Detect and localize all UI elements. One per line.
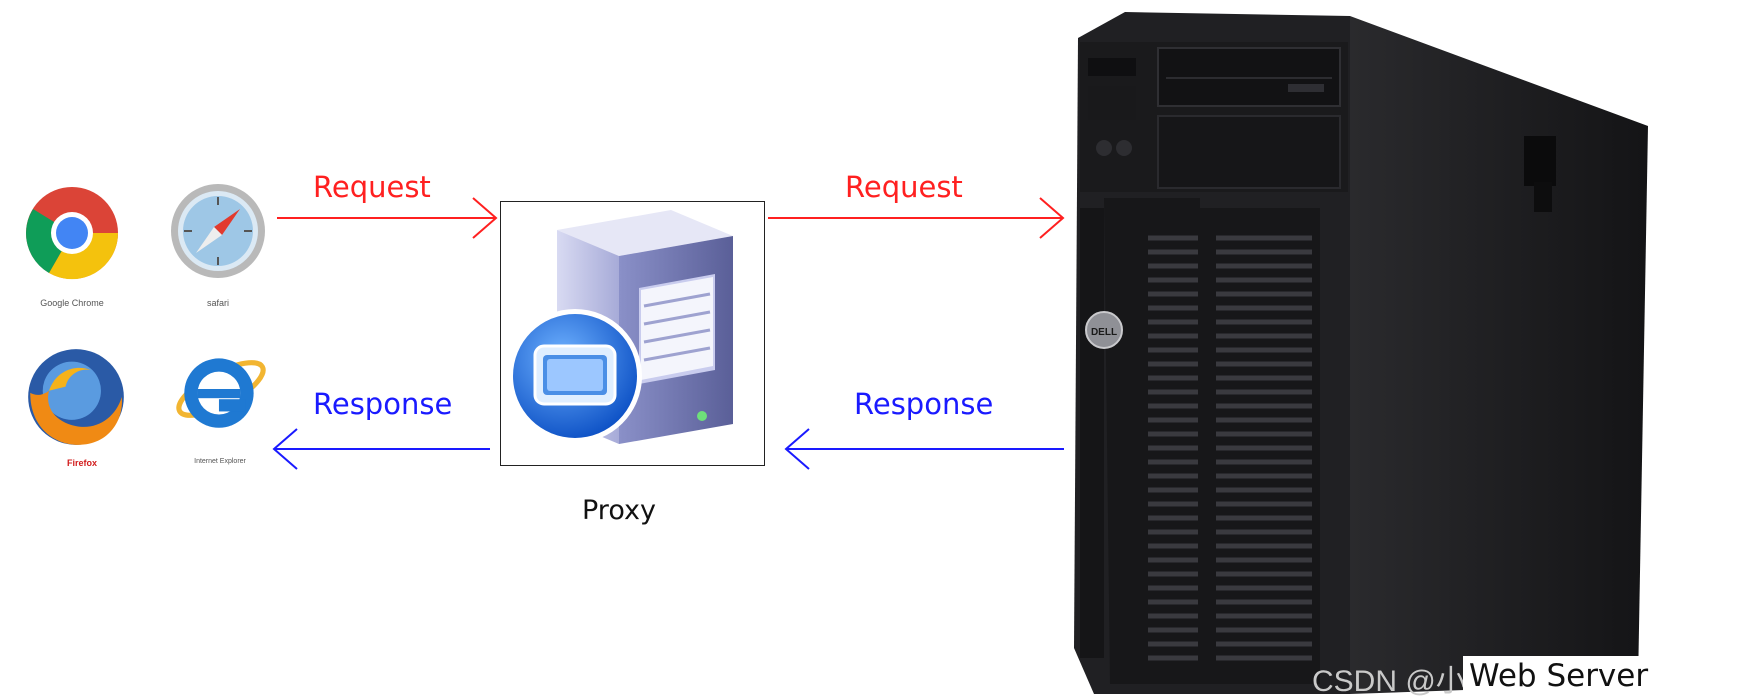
firefox-icon [28,349,124,445]
web-server-tower: DELL [1074,12,1648,694]
web-server-label: Web Server [1463,656,1655,694]
request-label-left: Request [313,170,431,204]
response-label-left: Response [313,387,453,421]
proxy-server-icon [508,210,733,444]
request-label-right: Request [845,170,963,204]
response-label-right: Response [854,387,994,421]
safari-caption: safari [206,298,229,308]
proxy-label: Proxy [582,495,656,526]
internet-explorer-icon [176,358,266,428]
request-arrow-right [768,197,1065,239]
response-arrow-right [784,428,1064,470]
chrome-caption: Google Chrome [40,298,104,308]
proxy-box [500,201,765,466]
response-arrow-left [272,428,490,470]
request-arrow-left [277,197,498,239]
firefox-caption: Firefox [66,458,97,468]
safari-icon [171,184,265,278]
chrome-icon [25,187,119,280]
dell-logo: DELL [1091,327,1117,338]
ie-caption: Internet Explorer [194,458,246,465]
